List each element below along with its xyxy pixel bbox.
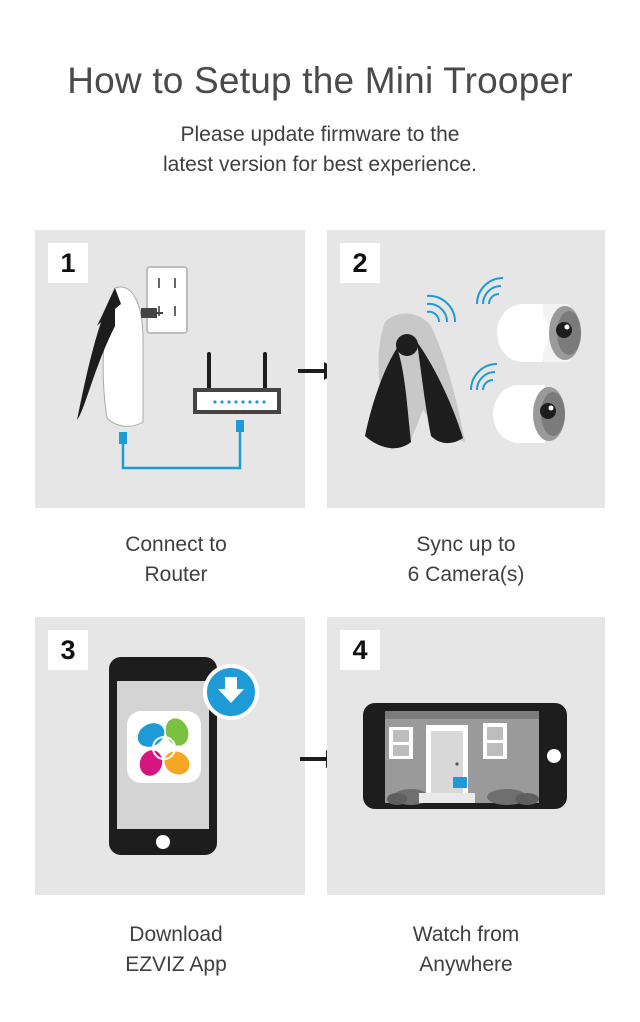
download-app-illustration (109, 657, 259, 855)
page-title: How to Setup the Mini Trooper (67, 60, 573, 101)
caption-line-2: EZVIZ App (125, 953, 227, 976)
watch-anywhere-illustration (363, 703, 567, 809)
wifi-icon (470, 363, 498, 391)
base-station-router-illustration (77, 266, 281, 470)
wifi-icon (426, 294, 457, 323)
house-camera-view-icon (385, 711, 539, 805)
base-station-icon (365, 313, 465, 450)
ethernet-cable-icon (119, 420, 244, 470)
step-3-panel: 3 (35, 617, 305, 895)
caption-line-2: Router (144, 563, 208, 586)
step-number-4: 4 (340, 630, 380, 670)
caption-line-2: Anywhere (419, 953, 513, 976)
step-1-caption: Connect to Router (35, 530, 317, 590)
wifi-icon (476, 277, 504, 305)
step-1-panel: 1 (35, 230, 305, 508)
camera-icon (497, 304, 581, 362)
wall-outlet-icon (146, 266, 188, 334)
caption-line-1: Connect to (125, 533, 227, 556)
caption-line-2: 6 Camera(s) (407, 563, 525, 586)
step-2-caption: Sync up to 6 Camera(s) (327, 530, 605, 590)
step-number-2: 2 (340, 243, 380, 283)
download-icon (203, 664, 259, 720)
ezviz-app-icon (127, 711, 201, 783)
camera-icon (493, 385, 565, 443)
subtitle-line-1: Please update firmware to the (180, 123, 460, 146)
step-4-caption: Watch from Anywhere (327, 920, 605, 980)
step-2-panel: 2 (327, 230, 605, 508)
step-4-panel: 4 (327, 617, 605, 895)
step-number-1: 1 (48, 243, 88, 283)
step-3-caption: Download EZVIZ App (35, 920, 317, 980)
caption-line-1: Watch from (412, 923, 520, 946)
sync-cameras-illustration (365, 277, 581, 450)
subtitle-line-2: latest version for best experience. (163, 153, 477, 176)
page-subtitle: Please update firmware to the latest ver… (0, 120, 640, 180)
base-station-icon (77, 286, 163, 427)
step-number-3: 3 (48, 630, 88, 670)
router-icon (193, 352, 281, 414)
caption-line-1: Download (129, 923, 223, 946)
caption-line-1: Sync up to (416, 533, 516, 556)
